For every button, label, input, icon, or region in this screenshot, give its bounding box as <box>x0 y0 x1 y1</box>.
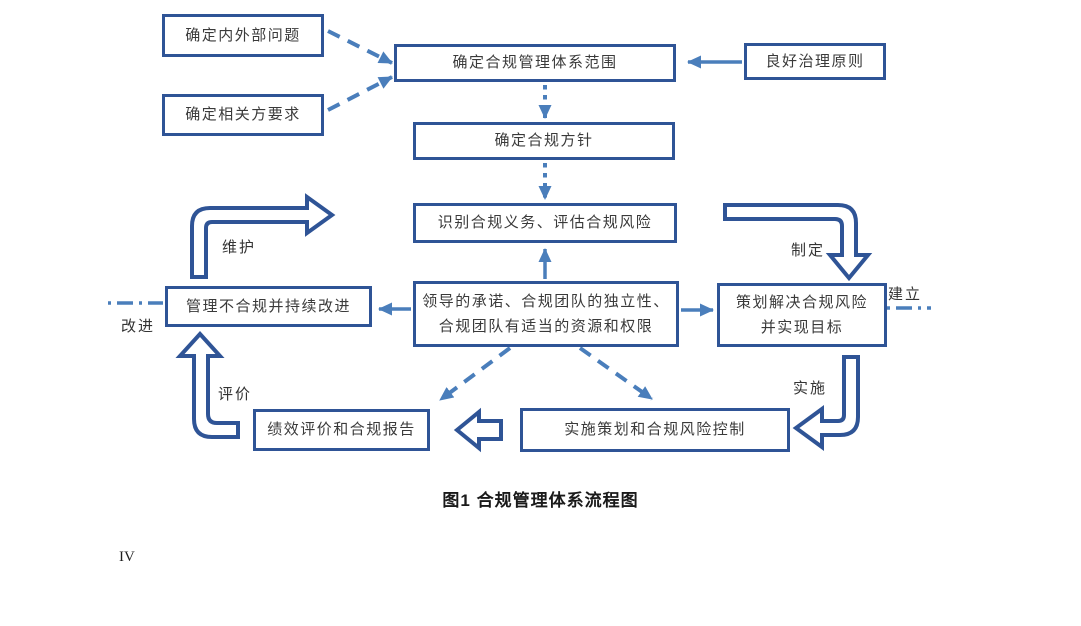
arrow-leadership-to-performance <box>438 346 512 402</box>
box-internal-external-issues: 确定内外部问题 <box>162 14 324 57</box>
arrow-leadership-to-implementation <box>578 346 654 401</box>
label-maintain: 维护 <box>222 239 257 256</box>
box-good-governance: 良好治理原则 <box>744 43 886 80</box>
label-improve: 改进 <box>121 318 156 335</box>
box-system-scope: 确定合规管理体系范围 <box>394 44 676 82</box>
figure-caption: 图1 合规管理体系流程图 <box>442 491 639 510</box>
box-compliance-policy: 确定合规方针 <box>413 122 675 160</box>
page-number: IV <box>119 549 135 565</box>
arrow-issues-to-scope <box>327 29 393 65</box>
maintain-loop-arrow <box>190 193 336 279</box>
box-interested-party-requirements: 确定相关方要求 <box>162 94 324 136</box>
label-formulate: 制定 <box>791 242 826 259</box>
box-implementation-control: 实施策划和合规风险控制 <box>520 408 790 452</box>
label-evaluate: 评价 <box>218 386 253 403</box>
label-establish: 建立 <box>888 286 923 303</box>
box-risk-planning: 策划解决合规风险 并实现目标 <box>717 283 887 347</box>
label-implement: 实施 <box>793 380 828 397</box>
box-leadership: 领导的承诺、合规团队的独立性、 合规团队有适当的资源和权限 <box>413 281 679 347</box>
box-obligations-risks: 识别合规义务、评估合规风险 <box>413 203 677 243</box>
evaluate-loop-arrow <box>175 331 240 439</box>
box-performance-reporting: 绩效评价和合规报告 <box>253 409 430 451</box>
implement-loop-arrow <box>792 355 860 451</box>
box-noncompliance-improvement: 管理不合规并持续改进 <box>165 286 372 327</box>
arrow-requirements-to-scope <box>327 75 393 112</box>
implementation-to-performance-block-arrow <box>453 407 503 453</box>
formulate-loop-arrow <box>723 203 873 282</box>
